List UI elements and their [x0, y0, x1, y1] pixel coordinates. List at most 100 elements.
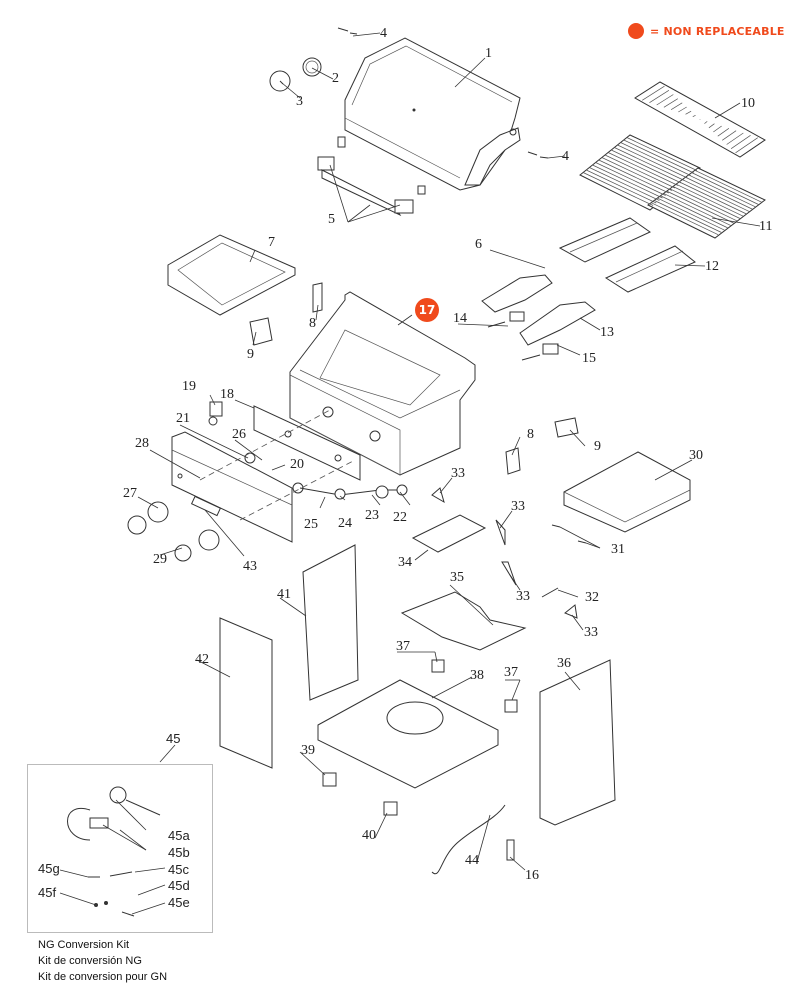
rack-bar: [692, 115, 696, 117]
kit-caption-es: Kit de conversión NG: [38, 955, 142, 967]
callout-18: 18: [220, 387, 234, 402]
callout-8-right: 8: [527, 427, 534, 442]
legend-text: = NON REPLACEABLE: [650, 24, 785, 38]
part-igniter: [208, 401, 223, 426]
callout-29: 29: [153, 552, 167, 567]
part-heat-plates: [558, 217, 696, 293]
grate-bar: [592, 164, 663, 199]
grate-bar: [604, 154, 676, 189]
grate-bar: [611, 149, 682, 184]
callout-labels: 1 2 3 4 4 5 6 7 8 8 9 9 10 11 12 13 14 1…: [123, 26, 772, 883]
grate-bar: [626, 137, 698, 171]
kit-part-45e: 45e: [168, 895, 190, 910]
part-knobs: [127, 495, 222, 562]
callout-3: 3: [296, 94, 303, 109]
grate-bar: [663, 193, 731, 226]
callout-8-left: 8: [309, 316, 316, 331]
callout-1: 1: [485, 46, 492, 61]
part-screws-top: [337, 27, 549, 159]
part-grease-tray: [411, 514, 487, 553]
rack-bar: [730, 135, 751, 149]
rack-bar: [722, 130, 737, 141]
conversion-kit-captions: NG Conversion Kit Kit de conversión NG K…: [38, 937, 167, 985]
rack-bar: [678, 106, 687, 113]
grate-bar: [691, 172, 759, 205]
callout-7: 7: [268, 235, 275, 250]
callout-24: 24: [338, 516, 352, 531]
callout-25: 25: [304, 517, 318, 532]
non-replaceable-dot-icon: [628, 23, 644, 39]
callout-21: 21: [176, 411, 190, 426]
rack-bar: [663, 98, 678, 108]
rack-bar: [670, 102, 683, 110]
grate-bar: [589, 167, 660, 201]
grate-bar: [679, 181, 747, 215]
callout-33-a: 33: [451, 466, 465, 481]
callout-22: 22: [393, 510, 407, 525]
callout-28: 28: [135, 436, 149, 451]
grate-bar: [685, 176, 753, 210]
callout-4-side: 4: [562, 149, 569, 164]
part-burners: [481, 274, 596, 346]
callout-42: 42: [195, 652, 209, 667]
callout-43: 43: [243, 559, 257, 574]
rack-bar: [704, 121, 708, 124]
callout-37-a: 37: [396, 639, 410, 654]
callout-23: 23: [365, 508, 379, 523]
callout-13: 13: [600, 325, 614, 340]
part-bezel: [302, 57, 322, 77]
kit-caption-fr: Kit de conversion pour GN: [38, 971, 168, 983]
part-side-panels: [219, 544, 359, 769]
grate-bar: [620, 142, 691, 176]
part-brackets: [249, 282, 579, 475]
grate-bar: [666, 190, 734, 224]
grate-bar: [654, 200, 722, 233]
part-heat-tab: [506, 839, 515, 861]
part-casters: [322, 772, 398, 816]
grate-bar: [688, 174, 756, 208]
part-lid: [344, 37, 521, 191]
grate-bar: [586, 169, 657, 204]
conversion-kit-labels: 45 45a 45b 45c 45d 45e 45f 45g: [38, 731, 190, 910]
callout-33-b: 33: [511, 499, 525, 514]
grate-bar: [582, 172, 654, 206]
legend: = NON REPLACEABLE: [628, 23, 785, 39]
part-valves: [487, 311, 559, 361]
callout-33-d: 33: [584, 625, 598, 640]
grate-bar: [623, 139, 694, 174]
part-cooking-grates: [579, 134, 766, 239]
callout-5: 5: [328, 212, 335, 227]
part-front-panel: [253, 405, 361, 481]
callout-19: 19: [182, 379, 196, 394]
callout-26: 26: [232, 427, 246, 442]
part-thermometer: [269, 70, 291, 92]
callout-33-c: 33: [516, 589, 530, 604]
rack-bar: [685, 110, 692, 115]
grate-bar: [669, 188, 738, 222]
leader-lines: [59, 32, 761, 915]
callout-31: 31: [611, 542, 625, 557]
callout-15: 15: [582, 351, 596, 366]
kit-part-45b: 45b: [168, 845, 190, 860]
callout-32: 32: [585, 590, 599, 605]
callout-10: 10: [741, 96, 755, 111]
grate-bar: [694, 169, 763, 203]
rack-bar: [713, 125, 722, 133]
rack-bar: [717, 128, 730, 137]
callout-20: 20: [290, 457, 304, 472]
part-left-side-shelf: [167, 234, 296, 316]
callout-27: 27: [123, 486, 137, 501]
callout-37-b: 37: [504, 665, 518, 680]
rack-bar: [656, 94, 674, 106]
grate-bar: [614, 147, 685, 181]
kit-part-45g: 45g: [38, 861, 60, 876]
callout-4-top: 4: [380, 26, 387, 41]
callout-44: 44: [465, 853, 479, 868]
part-heat-shield: [400, 591, 527, 651]
grate-bar: [617, 144, 688, 179]
callout-2: 2: [332, 71, 339, 86]
callout-9-right: 9: [594, 439, 601, 454]
grate-bar: [607, 152, 679, 186]
part-door-catches: [431, 659, 518, 713]
